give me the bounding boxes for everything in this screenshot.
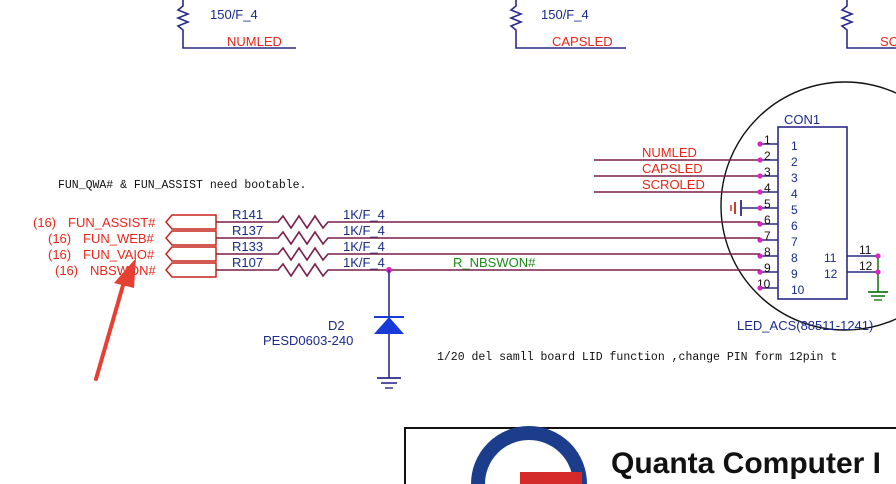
port-1-name: FUN_ASSIST# xyxy=(68,215,156,230)
connector-inner-pin-numbers: 1 2 3 4 5 6 7 8 9 10 11 12 xyxy=(791,139,838,297)
pin-in-12: 12 xyxy=(824,267,838,281)
net-scroled: SCROLED xyxy=(642,177,705,192)
company-logo xyxy=(471,426,587,484)
port-1-ref: R141 xyxy=(232,207,263,222)
pin5-gnd-symbol xyxy=(730,200,760,216)
top-resistor-1-net: NUMLED xyxy=(227,34,282,49)
port-3-page: (16) xyxy=(48,247,71,262)
connector-body xyxy=(777,126,848,300)
pin-in-9: 9 xyxy=(791,267,798,281)
pin-out-6: 6 xyxy=(764,213,771,227)
port-2-name: FUN_WEB# xyxy=(83,231,155,246)
title-block: Quanta Computer I xyxy=(404,426,896,484)
company-name: Quanta Computer I xyxy=(611,447,881,480)
pin-in-5: 5 xyxy=(791,203,798,217)
led-net-wires: NUMLED CAPSLED SCROLED xyxy=(594,145,760,193)
connector-ref: CON1 xyxy=(784,112,820,127)
connector-outer-pin-numbers: 1 2 3 4 5 6 7 8 9 10 11 12 xyxy=(757,133,873,291)
top-resistor-3: SC xyxy=(839,0,896,49)
note-bootable: FUN_QWA# & FUN_ASSIST need bootable. xyxy=(58,179,306,192)
pin-in-4: 4 xyxy=(791,187,798,201)
note-pin-change: 1/20 del samll board LID function ,chang… xyxy=(437,351,837,364)
net-numled: NUMLED xyxy=(642,145,697,160)
connector-part: LED_ACS(88511-1241) xyxy=(737,318,873,333)
zoom-circle xyxy=(720,81,896,331)
pin-in-10: 10 xyxy=(791,283,805,297)
pin-out-9: 9 xyxy=(764,261,771,275)
pin-in-11: 11 xyxy=(824,251,837,265)
pin-out-8: 8 xyxy=(764,245,771,259)
port-1-value: 1K/F_4 xyxy=(343,207,385,222)
top-resistor-1-value: 150/F_4 xyxy=(210,7,258,22)
port-row-1: (16) FUN_ASSIST# R141 1K/F_4 xyxy=(33,207,760,230)
port-1-page: (16) xyxy=(33,215,56,230)
pin-in-7: 7 xyxy=(791,235,798,249)
pin-in-2: 2 xyxy=(791,155,798,169)
port-3-value: 1K/F_4 xyxy=(343,239,385,254)
diode-part: PESD0603-240 xyxy=(263,333,353,348)
net-r-nbswon: R_NBSWON# xyxy=(453,255,536,270)
port-row-3: (16) FUN_VAIO# R133 1K/F_4 xyxy=(48,239,760,262)
top-resistor-2-value: 150/F_4 xyxy=(541,7,589,22)
diode-d2: D2 PESD0603-240 xyxy=(263,270,404,389)
pin-in-8: 8 xyxy=(791,251,798,265)
connector-left-stubs xyxy=(760,143,878,289)
pin-out-11: 11 xyxy=(859,243,872,257)
port-2-ref: R137 xyxy=(232,223,263,238)
port-row-4: (16) NBSWON# R107 1K/F_4 R_NBSWON# xyxy=(55,255,760,278)
top-resistor-2-net: CAPSLED xyxy=(552,34,613,49)
port-3-name: FUN_VAIO# xyxy=(83,247,155,262)
top-resistor-1: 150/F_4 NUMLED xyxy=(175,0,296,49)
pin-in-3: 3 xyxy=(791,171,798,185)
pin-out-7: 7 xyxy=(764,229,771,243)
pin-in-1: 1 xyxy=(791,139,798,153)
pin-out-3: 3 xyxy=(764,165,771,179)
port-2-page: (16) xyxy=(48,231,71,246)
port-4-ref: R107 xyxy=(232,255,263,270)
pin-out-4: 4 xyxy=(764,181,771,195)
annotation-arrow xyxy=(94,258,136,381)
pin-in-6: 6 xyxy=(791,219,798,233)
port-4-name: NBSWON# xyxy=(90,263,157,278)
pin-out-12: 12 xyxy=(859,259,873,273)
pin-out-1: 1 xyxy=(764,133,771,147)
port-4-value: 1K/F_4 xyxy=(343,255,385,270)
pin-out-2: 2 xyxy=(764,149,771,163)
pin-out-5: 5 xyxy=(764,197,771,211)
net-capsled: CAPSLED xyxy=(642,161,703,176)
port-3-ref: R133 xyxy=(232,239,263,254)
port-4-page: (16) xyxy=(55,263,78,278)
top-resistor-2: 150/F_4 CAPSLED xyxy=(508,0,626,49)
top-resistor-3-net: SC xyxy=(880,34,896,49)
port-row-2: (16) FUN_WEB# R137 1K/F_4 xyxy=(48,223,760,246)
diode-ref: D2 xyxy=(328,318,345,333)
port-2-value: 1K/F_4 xyxy=(343,223,385,238)
